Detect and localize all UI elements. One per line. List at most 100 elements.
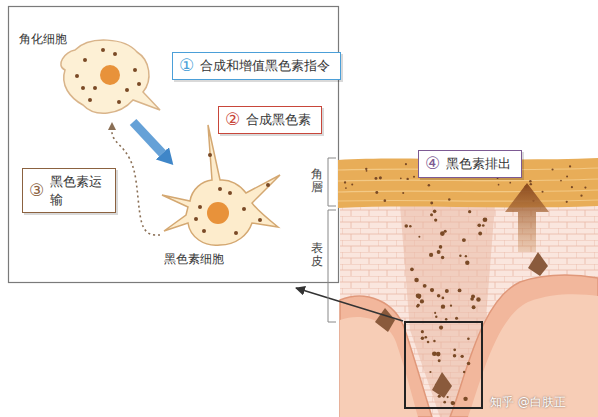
callout-box: ② 合成黑色素 xyxy=(218,106,322,134)
melanin-dot xyxy=(445,318,447,320)
melanin-dot xyxy=(542,191,544,193)
callout-number: ③ xyxy=(29,182,44,199)
zoom-arrow xyxy=(296,288,403,321)
melanin-dot xyxy=(113,52,117,56)
melanin-dot xyxy=(465,261,469,265)
melanin-dot xyxy=(125,88,129,92)
melanin-dot xyxy=(476,297,480,301)
melanin-dot xyxy=(448,198,451,201)
cell-shape: 黑色素细胞 xyxy=(160,165,285,270)
melanin-dot xyxy=(437,250,441,254)
cell-body xyxy=(162,125,280,245)
melanin-dot xyxy=(234,231,238,235)
melanin-dot xyxy=(345,187,347,189)
melanin-dot xyxy=(453,348,456,351)
dermis xyxy=(340,296,432,417)
melanin-dot xyxy=(208,153,212,157)
melanin-dot xyxy=(571,186,573,188)
melanin-dot xyxy=(443,401,446,404)
melanin-dot xyxy=(344,181,346,183)
melanin-dot xyxy=(463,397,467,401)
dermis-inner xyxy=(340,317,418,417)
melanin-dot xyxy=(483,217,488,222)
melanin-dot xyxy=(93,86,97,90)
melanin-dot xyxy=(498,184,500,186)
watermark: 知乎 @白肤正 xyxy=(490,394,566,411)
melanocyte xyxy=(528,252,548,276)
melanin-dot xyxy=(258,218,262,222)
callout-box: ④黑色素排出 xyxy=(418,150,522,178)
melanin-dot xyxy=(402,192,404,194)
nucleus xyxy=(207,202,229,224)
melanin-dot xyxy=(509,182,511,184)
callout-box: ③黑色素运 输 xyxy=(22,168,116,213)
melanin-dot xyxy=(365,168,367,170)
melanin-dot xyxy=(83,58,87,62)
melanin-dot xyxy=(228,191,232,195)
zoom-box xyxy=(405,322,482,408)
callout-text: 合成和增值黑色素指令 xyxy=(200,57,330,75)
melanin-dot xyxy=(430,288,434,292)
melanin-dot xyxy=(441,305,445,309)
melanin-dot xyxy=(551,168,553,170)
melanin-dot xyxy=(242,207,246,211)
melanin-dot xyxy=(459,255,461,257)
melanin-dots xyxy=(344,162,587,405)
melanin-dot xyxy=(441,256,444,259)
melanin-dot xyxy=(438,359,441,362)
melanin-dot xyxy=(117,100,121,104)
melanin-dot xyxy=(75,74,79,78)
callout-number: ① xyxy=(179,57,194,74)
melanin-dot xyxy=(428,184,431,187)
melanin-dot xyxy=(421,337,424,340)
callout-number: ② xyxy=(225,111,240,128)
melanin-dot xyxy=(437,294,441,298)
melanin-dot xyxy=(471,295,475,299)
connector xyxy=(133,122,162,153)
callout-text: 合成黑色素 xyxy=(246,111,311,129)
melanin-dot xyxy=(566,201,568,203)
melanin-dot xyxy=(569,165,571,167)
melanin-dot xyxy=(477,223,481,227)
melanin-dot xyxy=(81,86,85,90)
melanin-dot xyxy=(434,218,437,221)
melanin-dot xyxy=(413,176,415,178)
melanin-dot xyxy=(467,337,470,340)
melanin-dot xyxy=(447,396,449,398)
melanin-dot xyxy=(406,178,408,180)
melanin-dot xyxy=(560,180,562,182)
excretion-arrow xyxy=(505,183,549,252)
melanin-dot xyxy=(439,326,443,330)
cell-label: 黑色素细胞 xyxy=(164,252,224,268)
melanin-dot xyxy=(455,317,458,320)
melanin-dot xyxy=(450,304,452,306)
melanin-dot xyxy=(433,340,435,342)
nucleus xyxy=(100,65,120,85)
callout-text: 黑色素排出 xyxy=(446,155,511,173)
melanin-dot xyxy=(465,255,467,257)
melanin-dot xyxy=(467,362,471,366)
melanin-dot xyxy=(434,312,436,314)
melanin-dot xyxy=(414,278,418,282)
melanin-dot xyxy=(351,184,353,186)
dermis-inner xyxy=(468,294,598,417)
melanin-dot xyxy=(218,187,222,191)
melanin-dot xyxy=(436,352,441,357)
melanin-dot xyxy=(529,180,531,182)
connector xyxy=(112,130,160,235)
melanin-dot xyxy=(430,202,433,205)
melanin-dot xyxy=(429,371,431,373)
melanin-dot xyxy=(442,297,445,300)
melanin-dot xyxy=(439,245,443,249)
melanin-dot xyxy=(462,238,466,242)
melanin-dot xyxy=(410,267,414,271)
layer-label: 表皮 xyxy=(311,242,323,268)
melanin-dot xyxy=(405,224,409,228)
melanin-dot xyxy=(88,98,92,102)
melanin-dot xyxy=(420,299,424,303)
melanin-dot xyxy=(580,195,582,197)
melanin-dot xyxy=(429,253,433,257)
melanin-dot xyxy=(384,199,387,202)
melanin-dot xyxy=(468,210,471,213)
